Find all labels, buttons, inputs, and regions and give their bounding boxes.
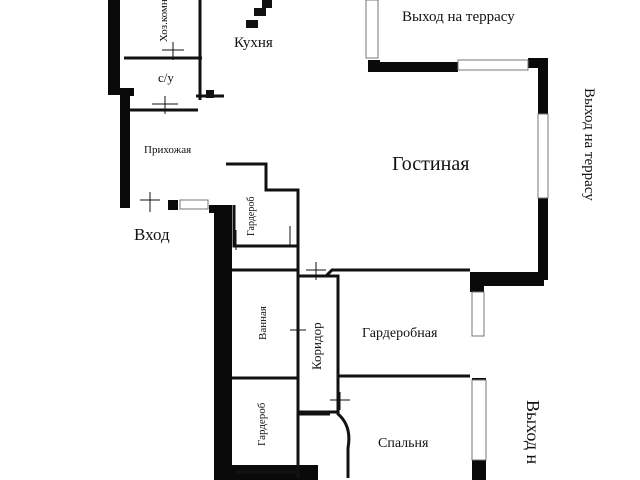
door-markers [140,42,350,410]
storage-label: Хоз.комн. [158,0,170,42]
kitchen-label: Кухня [234,35,273,51]
bedroom-label: Спальня [378,436,429,451]
wc-label: с/у [158,70,174,85]
terrace-exit-right-label: Выход на террасу [581,88,597,201]
partitions [124,0,470,478]
hallway-label: Прихожая [144,144,191,156]
dressing-room-label: Гардеробная [362,326,438,341]
windows [179,0,549,461]
corridor-label: Коридор [309,322,324,370]
wardrobe-hall-label: Гардероб [246,197,257,236]
terrace-exit-bottom-label: Выход н [523,400,543,465]
wardrobe-bedroom-label: Гардероб [256,402,268,446]
entrance-label: Вход [134,225,170,244]
terrace-exit-top-label: Выход на террасу [402,9,515,25]
kitchen-fixture [206,0,272,98]
living-room-label: Гостиная [392,153,469,175]
bathroom-label: Ванная [257,306,269,340]
